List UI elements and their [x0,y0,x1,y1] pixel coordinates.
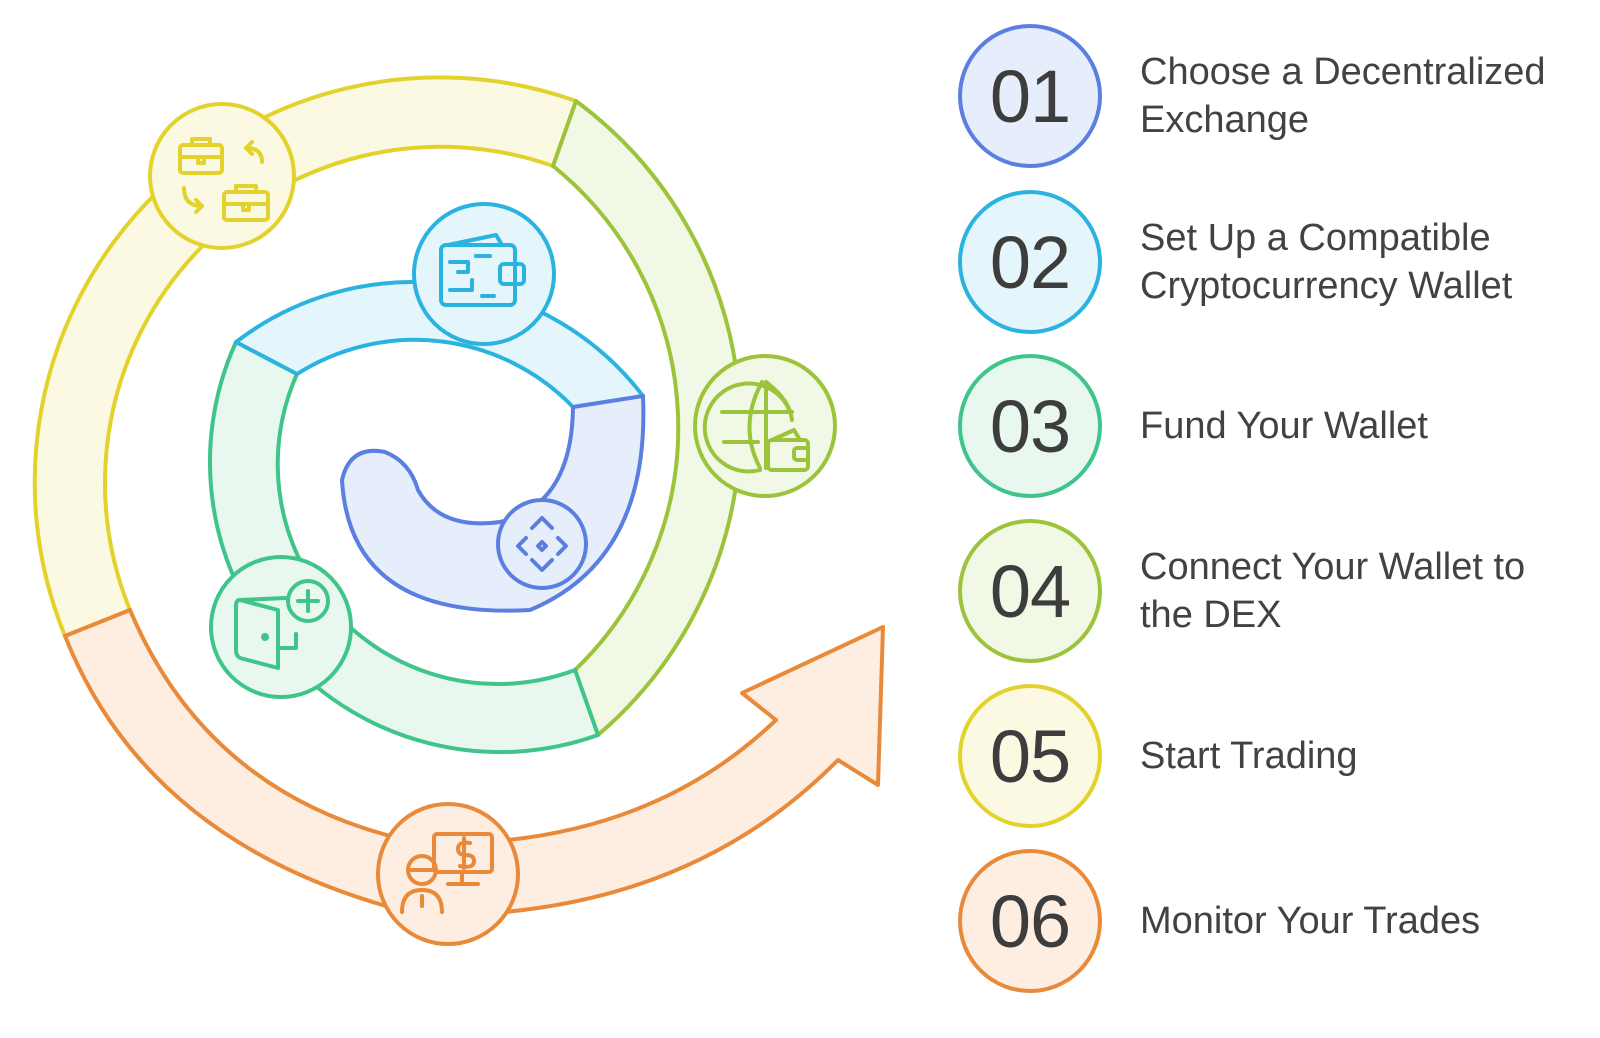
spiral-diagram [32,75,885,946]
step-number: 03 [989,384,1071,468]
step-label: Set Up a Compatible Cryptocurrency Walle… [1140,217,1513,307]
step-number: 02 [989,220,1071,304]
step-label: Start Trading [1140,735,1358,777]
step-01: 01 Choose a Decentralized Exchange [958,24,1578,174]
badge-trader-monitor [376,802,520,946]
step-02: 02 Set Up a Compatible Cryptocurrency Wa… [958,190,1578,340]
step-05: 05 Start Trading [958,684,1578,834]
inner-hook-blue-segment [340,394,646,613]
badge-globe-wallet [693,354,837,498]
step-number-circle: 04 [958,519,1102,663]
step-label: Choose a Decentralized Exchange [1140,51,1546,141]
step-number-circle: 05 [958,684,1102,828]
step-label: Fund Your Wallet [1140,405,1428,447]
badge-exchange [148,102,296,250]
badge-crypto-coin [496,498,588,590]
step-label: Monitor Your Trades [1140,900,1481,942]
step-number: 01 [989,54,1071,138]
step-03: 03 Fund Your Wallet [958,354,1578,504]
globe-wallet-icon [702,380,810,474]
outer-ring-green-segment [551,99,743,737]
step-number-circle: 02 [958,190,1102,334]
exchange-briefcases-icon [178,137,270,222]
crypto-coin-icon [516,516,568,572]
step-number: 05 [989,714,1071,798]
step-number-circle: 01 [958,24,1102,168]
step-06: 06 Monitor Your Trades [958,849,1578,999]
digital-wallet-icon [439,233,526,307]
step-number-circle: 03 [958,354,1102,498]
step-number-circle: 06 [958,849,1102,993]
wallet-plus-icon [234,579,330,670]
step-number: 06 [989,879,1071,963]
step-04: 04 Connect Your Wallet to the DEX [958,519,1578,669]
step-number: 04 [989,549,1071,633]
trader-monitor-icon [400,832,494,914]
badge-digital-wallet [412,202,556,346]
step-label: Connect Your Wallet to the DEX [1140,546,1526,636]
outer-ring-orange-arrow [63,608,885,918]
badge-wallet-plus [209,555,353,699]
